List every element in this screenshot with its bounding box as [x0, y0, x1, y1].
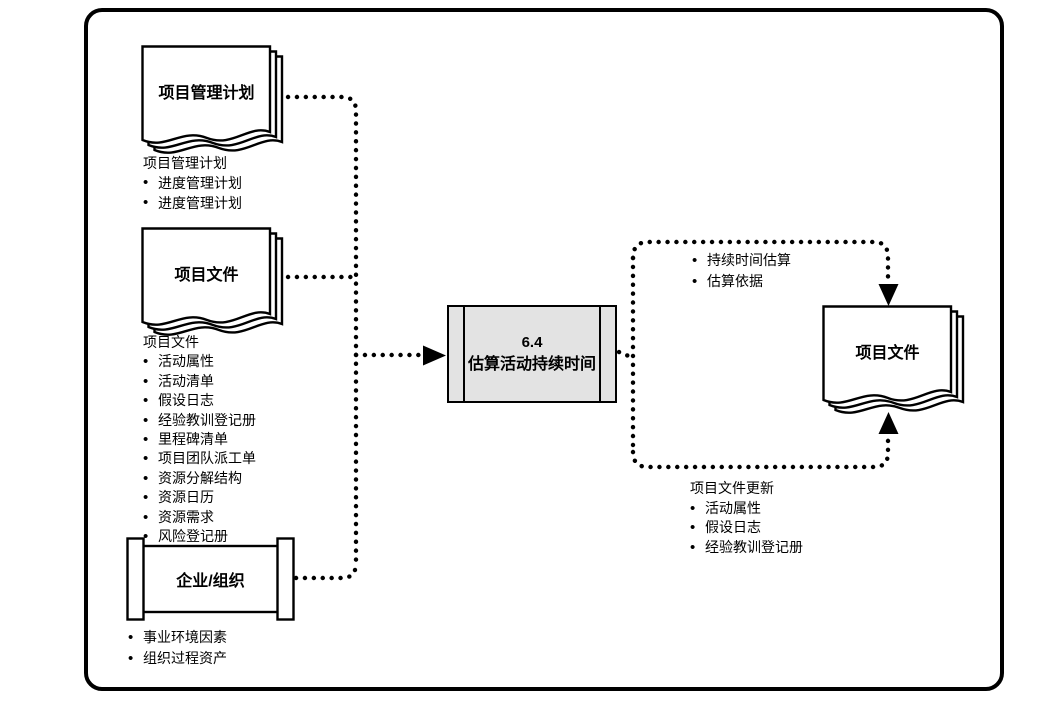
list-item: 资源日历 — [143, 488, 256, 508]
list-item: 活动属性 — [690, 499, 803, 519]
process-box: 6.4 估算活动持续时间 — [447, 305, 617, 403]
list-item: 估算依据 — [692, 271, 791, 292]
list-item: 持续时间估算 — [692, 250, 791, 271]
list-item: 进度管理计划 — [143, 173, 242, 193]
list-item: 项目团队派工单 — [143, 449, 256, 469]
list-item: 组织过程资产 — [128, 648, 227, 669]
process-name: 估算活动持续时间 — [467, 356, 596, 373]
scroll-icon — [126, 537, 295, 621]
input-1-item-list: 进度管理计划进度管理计划 — [143, 173, 242, 213]
input-document-1-title: 项目管理计划 — [158, 85, 255, 102]
list-item: 资源需求 — [143, 508, 256, 528]
list-item: 事业环境因素 — [128, 627, 227, 648]
list-item: 里程碑清单 — [143, 430, 256, 450]
document-icon — [141, 227, 284, 336]
input-1-label: 项目管理计划 — [143, 155, 227, 171]
list-item: 假设日志 — [143, 391, 256, 411]
input-3-item-list: 事业环境因素组织过程资产 — [128, 627, 227, 669]
document-icon — [141, 45, 284, 154]
input-3-title: 企业/组织 — [176, 573, 245, 590]
output-update-item-list: 活动属性假设日志经验教训登记册 — [690, 499, 803, 558]
document-icon — [822, 305, 965, 414]
list-item: 假设日志 — [690, 518, 803, 538]
list-item: 经验教训登记册 — [690, 538, 803, 558]
list-item: 风险登记册 — [143, 527, 256, 547]
input-3-label-block: 事业环境因素组织过程资产 — [128, 627, 227, 669]
process-box-right-band — [599, 307, 601, 401]
list-item: 进度管理计划 — [143, 193, 242, 213]
output-update-label-block: 项目文件更新 活动属性假设日志经验教训登记册 — [690, 479, 803, 557]
process-box-left-band — [463, 307, 465, 401]
input-2-label: 项目文件 — [143, 334, 199, 350]
output-update-label: 项目文件更新 — [690, 480, 774, 496]
input-document-2-title: 项目文件 — [174, 267, 239, 284]
input-1-label-block: 项目管理计划 进度管理计划进度管理计划 — [143, 153, 242, 213]
list-item: 活动属性 — [143, 352, 256, 372]
list-item: 经验教训登记册 — [143, 411, 256, 431]
input-2-item-list: 活动属性活动清单假设日志经验教训登记册里程碑清单项目团队派工单资源分解结构资源日… — [143, 352, 256, 546]
list-item: 活动清单 — [143, 372, 256, 392]
input-2-label-block: 项目文件 活动属性活动清单假设日志经验教训登记册里程碑清单项目团队派工单资源分解… — [143, 333, 256, 547]
output-document-title: 项目文件 — [855, 345, 920, 362]
process-number: 6.4 — [521, 334, 543, 351]
output-top-item-list: 持续时间估算估算依据 — [692, 250, 791, 292]
list-item: 资源分解结构 — [143, 469, 256, 489]
output-top-label-block: 持续时间估算估算依据 — [692, 250, 791, 292]
